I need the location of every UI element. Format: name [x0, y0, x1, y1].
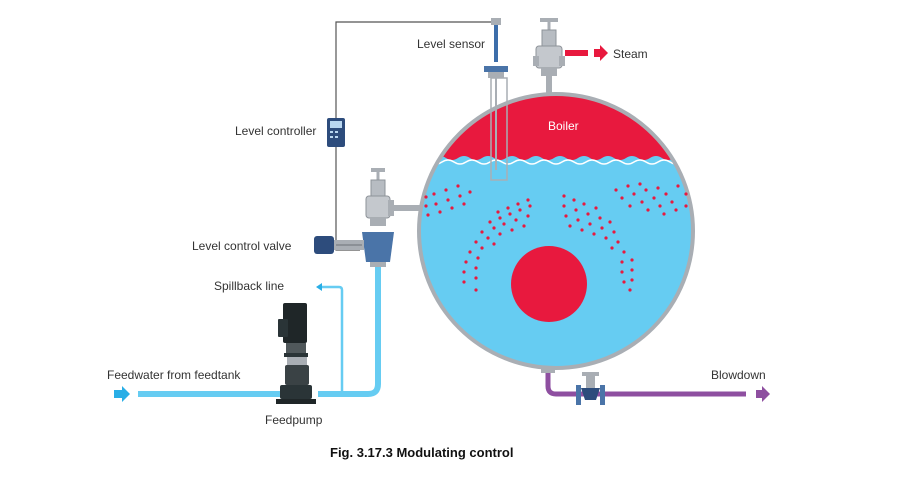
controller-icon	[327, 118, 345, 147]
water-surface-waves	[419, 159, 693, 165]
level-control-valve-label: Level control valve	[192, 239, 292, 253]
blowdown-valve-icon	[576, 372, 605, 405]
boiler-vessel	[417, 92, 695, 370]
furnace-tube	[511, 246, 587, 322]
steam-label: Steam	[613, 47, 648, 61]
boiler-label: Boiler	[548, 119, 579, 133]
steam-space	[419, 94, 693, 160]
pump-discharge-pipe	[318, 262, 381, 397]
feedwater-arrow-icon	[114, 386, 130, 402]
valve-icon	[314, 168, 394, 267]
feedpump-label: Feedpump	[265, 413, 323, 427]
steam-valve-icon	[533, 18, 588, 94]
blowdown-label: Blowdown	[711, 368, 766, 382]
pump-icon	[276, 303, 316, 404]
blowdown-arrow-icon	[756, 386, 770, 402]
level-controller-label: Level controller	[235, 124, 316, 138]
level-sensor-icon	[484, 18, 508, 181]
spillback-line-pipe	[322, 285, 344, 392]
blowdown-pipe	[541, 367, 746, 397]
steam-arrow-icon	[594, 45, 608, 61]
level-sensor-label: Level sensor	[417, 37, 485, 51]
feedwater-label: Feedwater from feedtank	[107, 368, 241, 382]
spillback-arrow-icon	[316, 283, 322, 291]
steam-bubbles	[424, 182, 688, 292]
spillback-line-label: Spillback line	[214, 279, 284, 293]
figure-caption: Fig. 3.17.3 Modulating control	[330, 445, 513, 460]
